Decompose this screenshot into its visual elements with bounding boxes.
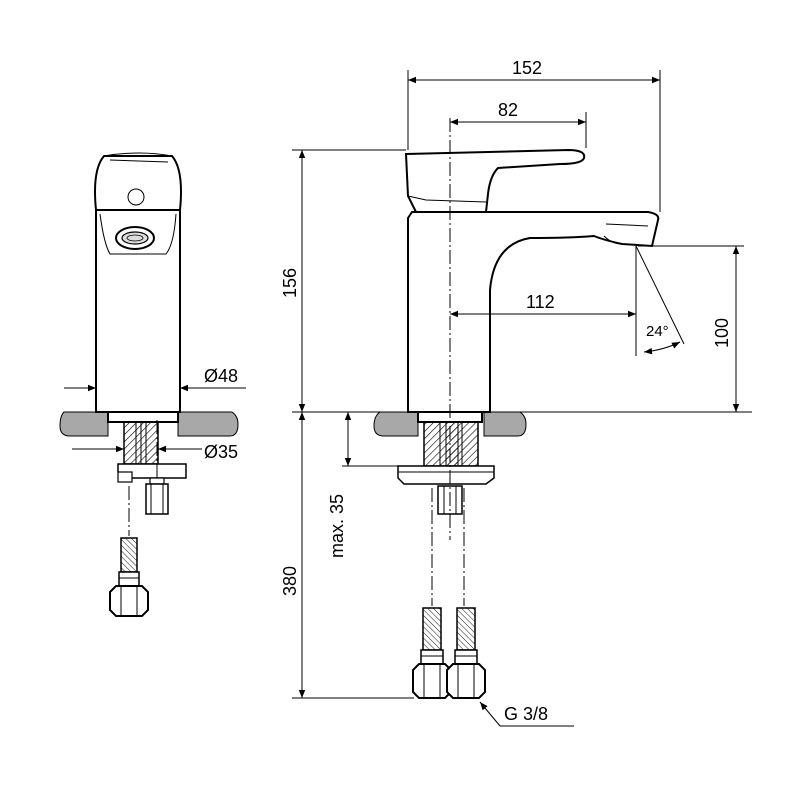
dim-max-thickness: max. 35 <box>327 494 347 558</box>
hose-side-right <box>446 607 486 699</box>
dim-thread-diameter: Ø35 <box>204 442 238 462</box>
dim-spout-height: 100 <box>712 318 732 348</box>
front-view: Ø48 Ø35 <box>59 152 246 617</box>
aerator-icon <box>115 226 155 250</box>
hose-side-left <box>412 607 452 699</box>
dim-body-diameter: Ø48 <box>204 366 238 386</box>
countertop-side-right <box>483 411 527 437</box>
side-view: 24° 152 82 112 156 100 max. 35 380 <box>280 58 752 727</box>
countertop-side-left <box>373 411 419 437</box>
dim-overall-length: 152 <box>512 58 542 78</box>
dim-spout-reach: 112 <box>526 292 555 312</box>
countertop-front-right <box>177 411 239 437</box>
hose-front <box>109 537 149 617</box>
dim-hose-length: 380 <box>280 566 300 596</box>
dim-handle-length: 82 <box>498 100 518 120</box>
dim-angle: 24° <box>646 323 669 340</box>
dim-height: 156 <box>280 268 300 298</box>
front-handle <box>94 155 182 211</box>
countertop-front-left <box>59 411 109 437</box>
side-body-spout <box>407 211 660 413</box>
side-lever <box>404 148 586 213</box>
dim-connection-thread: G 3/8 <box>504 704 548 724</box>
